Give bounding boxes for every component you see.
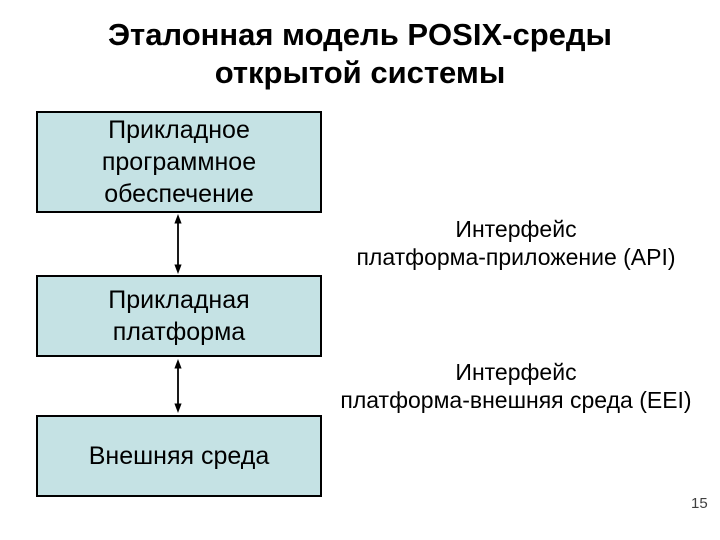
page-number: 15 bbox=[691, 495, 708, 512]
interface-label-eei: Интерфейс платформа-внешняя среда (EEI) bbox=[340, 359, 692, 413]
box-application-software: Прикладное программное обеспечение bbox=[36, 111, 322, 213]
box-application-platform: Прикладная платформа bbox=[36, 275, 322, 357]
box-application-software-label: Прикладное программное обеспечение bbox=[101, 116, 257, 208]
slide-title: Эталонная модель POSIX-среды открытой си… bbox=[107, 17, 613, 90]
double-headed-arrow-icon bbox=[174, 359, 182, 413]
box-external-environment-label: Внешняя среда bbox=[88, 442, 270, 470]
box-external-environment: Внешняя среда bbox=[36, 415, 322, 497]
double-headed-arrow-icon bbox=[174, 214, 182, 274]
box-application-platform-label: Прикладная платформа bbox=[108, 286, 250, 346]
interface-label-api: Интерфейс платформа-приложение (API) bbox=[356, 216, 676, 270]
